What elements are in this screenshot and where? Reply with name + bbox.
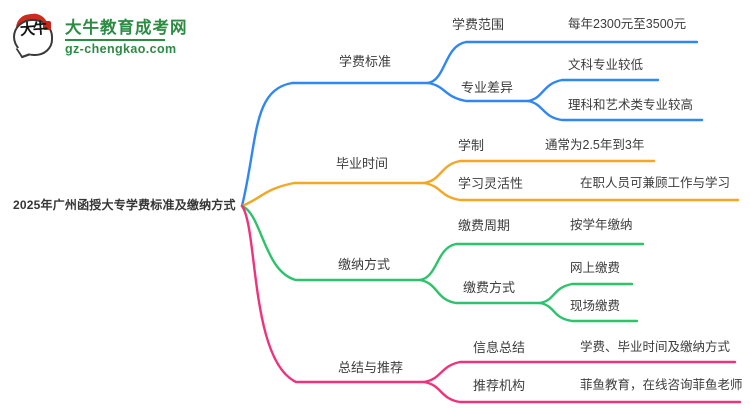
node-payment-cycle: 缴费周期 (458, 218, 511, 233)
node-payment-way: 缴费方式 (463, 280, 516, 295)
node-info-summary: 信息总结 (473, 340, 526, 355)
root-node: 2025年广州函授大专学费标准及缴纳方式 (13, 198, 236, 212)
edge-payment-way (418, 278, 542, 305)
leaf-fee-range-value: 每年2300元至3500元 (568, 17, 687, 31)
edge-fee-range (426, 40, 699, 85)
edge-online-payment (538, 282, 634, 305)
site-title: 大牛教育成考网 (65, 19, 188, 37)
leaf-flexibility-value: 在职人员可兼顾工作与学习 (580, 176, 731, 190)
node-fee-range: 学费范围 (452, 17, 505, 32)
edge-school-system (422, 159, 656, 185)
logo-divider-line (65, 39, 165, 41)
edge-payment-cycle (418, 242, 645, 282)
branch-summary-recommend: 总结与推荐 (338, 360, 404, 375)
edge-onsite-payment (538, 301, 639, 323)
leaf-recommend-org-value: 菲鱼教育，在线咨询菲鱼老师 (580, 378, 743, 392)
leaf-school-system-value: 通常为2.5年到3年 (545, 138, 645, 152)
node-major-difference: 专业差异 (461, 80, 514, 95)
edge-liberal-arts (526, 78, 660, 103)
logo-bubble-icon: 大牛 (10, 11, 56, 59)
site-domain: gz-chengkao.com (65, 41, 177, 56)
edge-graduation-time (240, 181, 426, 208)
branch-graduation-time: 毕业时间 (336, 156, 389, 171)
edge-summary (240, 204, 426, 384)
edge-major-difference (426, 81, 530, 103)
edge-payment-method (240, 204, 422, 282)
branch-fee-standard: 学费标准 (339, 54, 392, 69)
edge-recommend-org (422, 380, 742, 404)
leaf-online-payment: 网上缴费 (570, 261, 621, 275)
leaf-liberal-arts-lower: 文科专业较低 (568, 58, 644, 72)
edge-info-summary (422, 360, 737, 384)
leaf-payment-cycle-value: 按学年缴纳 (570, 218, 633, 232)
leaf-onsite-payment: 现场缴费 (570, 299, 621, 313)
site-logo[interactable]: 大牛 大牛教育成考网 gz-chengkao.com (10, 11, 188, 59)
node-study-flexibility: 学习灵活性 (458, 176, 524, 191)
logo-text-column: 大牛教育成考网 gz-chengkao.com (65, 12, 188, 56)
edge-fee-standard (240, 81, 430, 208)
leaf-science-art-higher: 理科和艺术类专业较高 (568, 98, 694, 112)
logo-red-seal (43, 21, 51, 30)
branch-payment-method: 缴纳方式 (338, 257, 391, 272)
edge-flexibility (422, 181, 740, 202)
node-recommend-org: 推荐机构 (473, 378, 526, 393)
node-school-system: 学制 (458, 138, 485, 153)
edge-science-art (526, 99, 704, 122)
leaf-info-summary-value: 学费、毕业时间及缴纳方式 (580, 340, 731, 354)
